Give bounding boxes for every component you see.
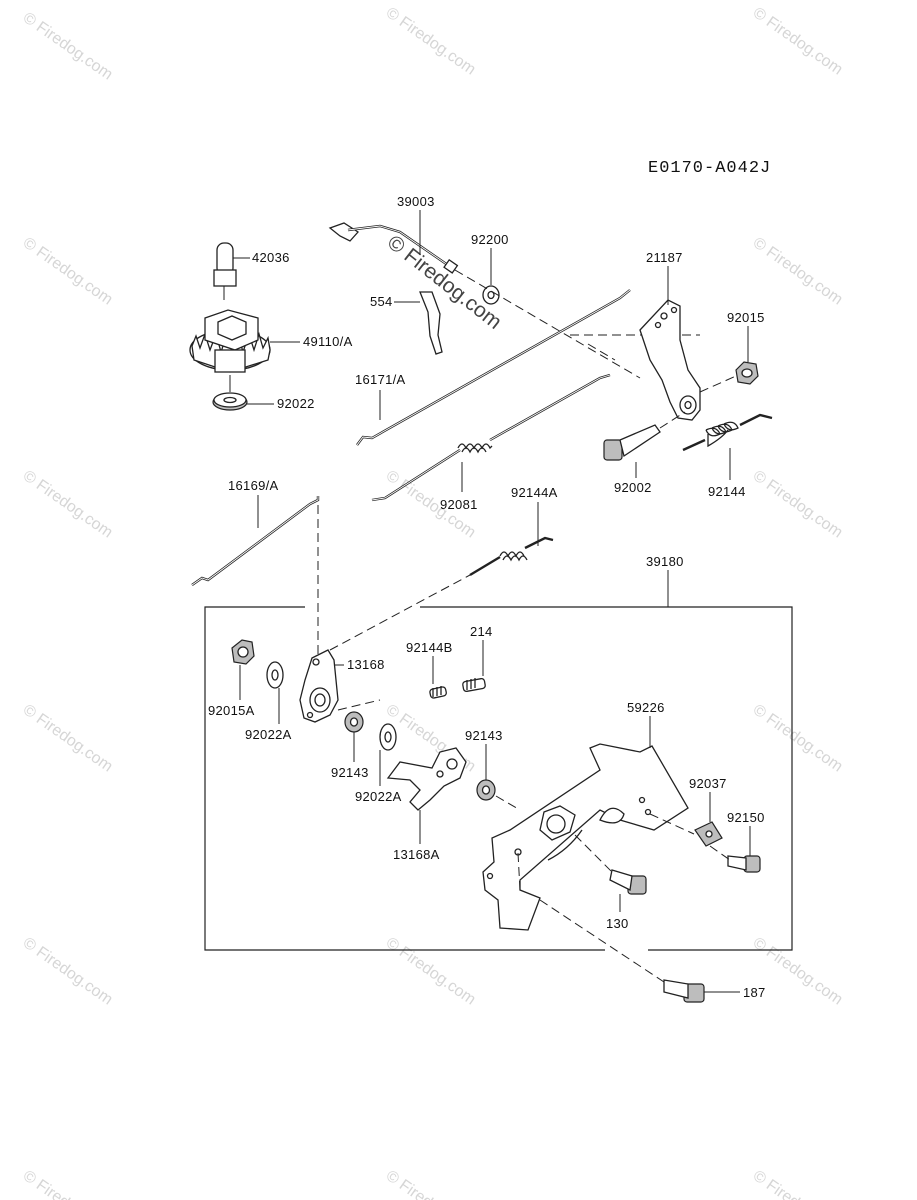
watermark: © Firedog.com bbox=[383, 934, 479, 1008]
leader-lines bbox=[233, 210, 751, 993]
watermark-grid: © Firedog.com © Firedog.com © Firedog.co… bbox=[20, 4, 846, 1200]
washer-92143-right bbox=[476, 779, 496, 801]
label-49110-A: 49110/A bbox=[303, 334, 353, 349]
label-130: 130 bbox=[606, 916, 629, 931]
label-59226: 59226 bbox=[627, 700, 665, 715]
watermark: © Firedog.com bbox=[20, 934, 116, 1008]
watermark: © Firedog.com bbox=[750, 4, 846, 78]
label-92022: 92022 bbox=[277, 396, 315, 411]
label-16169-A: 16169/A bbox=[228, 478, 279, 493]
governor-lever-rod bbox=[328, 222, 459, 274]
spring-92144 bbox=[682, 413, 773, 452]
watermark: © Firedog.com bbox=[750, 467, 846, 541]
watermark: © Firedog.com bbox=[20, 1167, 116, 1200]
diagram-code: E0170-A042J bbox=[648, 159, 771, 178]
label-13168: 13168 bbox=[347, 657, 385, 672]
label-92143-left: 92143 bbox=[331, 765, 369, 780]
bolt-130 bbox=[609, 869, 647, 895]
washer-92022A-left bbox=[266, 661, 284, 689]
label-92015: 92015 bbox=[727, 310, 765, 325]
label-13168A: 13168A bbox=[393, 847, 440, 862]
screw-214 bbox=[462, 677, 486, 693]
watermark: © Firedog.com bbox=[20, 234, 116, 308]
bolt-187 bbox=[663, 979, 705, 1003]
control-bracket-59226 bbox=[482, 743, 689, 931]
governor-shaft bbox=[213, 242, 237, 300]
label-92022A-left: 92022A bbox=[245, 727, 292, 742]
label-92037: 92037 bbox=[689, 776, 727, 791]
bolt-92002 bbox=[603, 424, 661, 461]
spring-92144B bbox=[429, 686, 447, 699]
throttle-link-rod bbox=[356, 289, 631, 446]
washer-92143-left bbox=[344, 711, 364, 733]
watermark: © Firedog.com bbox=[750, 1167, 846, 1200]
watermark: © Firedog.com bbox=[20, 467, 116, 541]
throttle-lever-13168 bbox=[299, 649, 339, 723]
clip-92037 bbox=[694, 821, 723, 847]
clip-554 bbox=[419, 291, 443, 355]
screw-92150 bbox=[727, 855, 761, 873]
label-92200: 92200 bbox=[471, 232, 509, 247]
label-92144A: 92144A bbox=[511, 485, 558, 500]
governor-lever bbox=[639, 299, 701, 421]
label-21187: 21187 bbox=[646, 250, 683, 265]
watermark: © Firedog.com bbox=[750, 701, 846, 775]
label-92144: 92144 bbox=[708, 484, 746, 499]
nut-92015A bbox=[231, 639, 255, 665]
choke-link-rod bbox=[191, 496, 320, 586]
watermark: © Firedog.com bbox=[750, 234, 846, 308]
label-42036: 42036 bbox=[252, 250, 290, 265]
label-187: 187 bbox=[743, 985, 766, 1000]
label-92144B: 92144B bbox=[406, 640, 453, 655]
washer-92022 bbox=[212, 392, 248, 411]
label-39180: 39180 bbox=[646, 554, 684, 569]
part-labels: 39003 42036 92200 21187 554 49110/A 9201… bbox=[208, 194, 766, 1000]
washer-92200 bbox=[482, 285, 500, 305]
label-92081: 92081 bbox=[440, 497, 478, 512]
label-39003: 39003 bbox=[397, 194, 435, 209]
washer-92022A-right bbox=[379, 723, 397, 751]
governor-gear bbox=[189, 309, 271, 373]
assembly-frame-39180 bbox=[204, 570, 793, 951]
watermark: © Firedog.com bbox=[383, 1167, 479, 1200]
label-16171-A: 16171/A bbox=[355, 372, 406, 387]
label-554: 554 bbox=[370, 294, 393, 309]
spring-92144A bbox=[469, 536, 554, 577]
label-92002: 92002 bbox=[614, 480, 652, 495]
watermark: © Firedog.com bbox=[383, 4, 479, 78]
label-92150: 92150 bbox=[727, 810, 765, 825]
watermark: © Firedog.com bbox=[20, 701, 116, 775]
label-92143-right: 92143 bbox=[465, 728, 503, 743]
nut-92015 bbox=[735, 361, 759, 385]
label-92022A-right: 92022A bbox=[355, 789, 402, 804]
governor-spring-rod bbox=[371, 373, 611, 502]
watermark: © Firedog.com bbox=[20, 9, 116, 83]
choke-lever-13168A bbox=[386, 747, 467, 811]
label-214: 214 bbox=[470, 624, 493, 639]
label-92015A: 92015A bbox=[208, 703, 255, 718]
